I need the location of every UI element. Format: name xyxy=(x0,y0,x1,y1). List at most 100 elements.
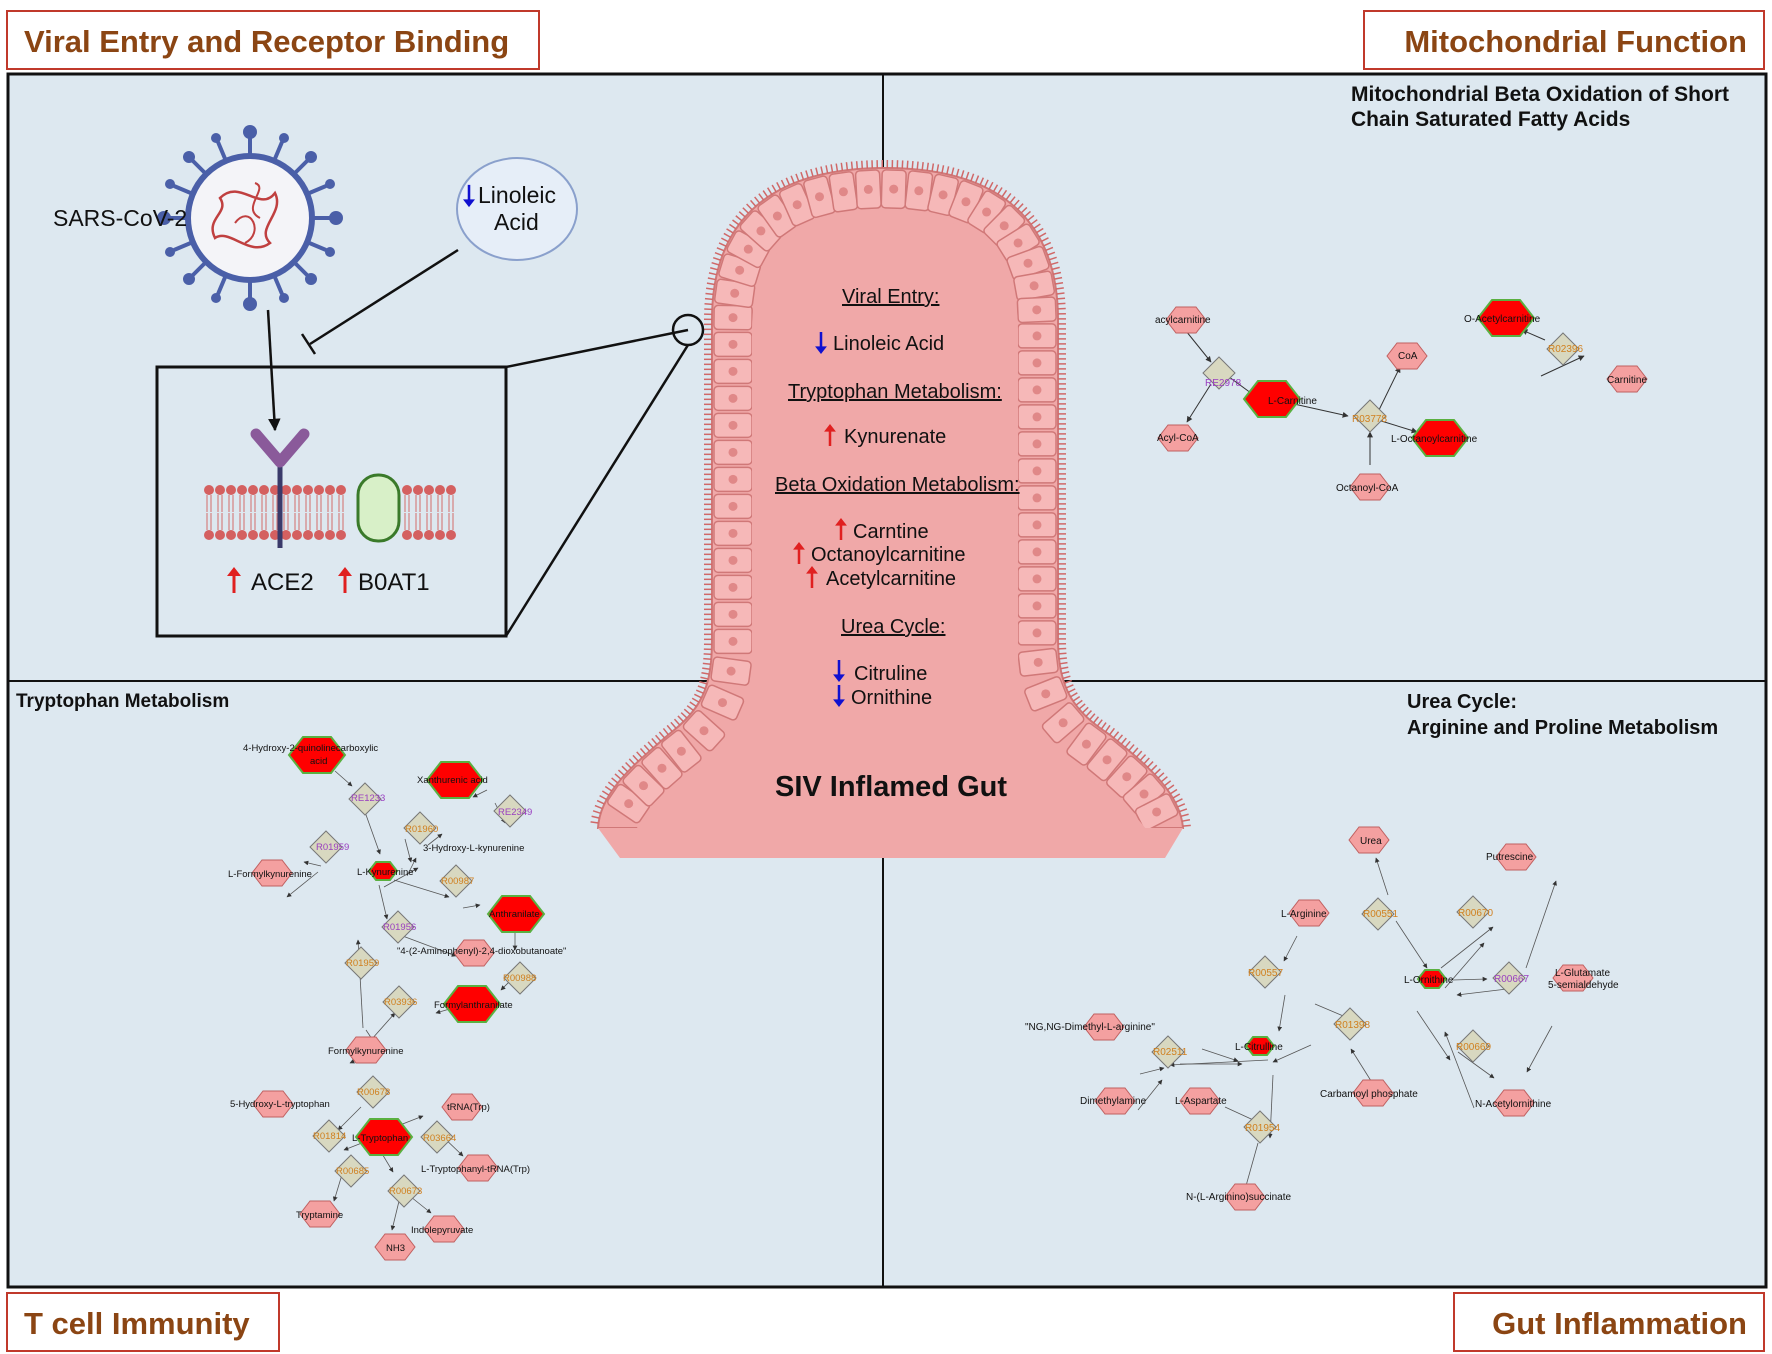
gut-viral-entry-heading: Viral Entry: xyxy=(842,286,939,308)
trp-node-formylkyn: Formylkynurenine xyxy=(328,1046,404,1057)
ace2-label: ACE2 xyxy=(251,569,314,596)
trp-node-lfk: L-Formylkynurenine xyxy=(228,869,312,880)
gut-octanoyl-up xyxy=(791,540,807,566)
trp-node-ltrna: L-Tryptophanyl-tRNA(Trp) xyxy=(421,1164,530,1175)
urea-node-larginine: L-Arginine xyxy=(1281,909,1327,920)
trp-network: 4-Hydroxy-2-quinolinecarboxylic acid RE1… xyxy=(228,736,566,1261)
trp-node-xanth: Xanthurenic acid xyxy=(417,775,488,786)
urea-network: Urea Putrescine L-Arginine R00551 R00670… xyxy=(1025,826,1619,1211)
urea-node-r00670: R00670 xyxy=(1458,908,1493,919)
lipid-bilayer xyxy=(204,485,456,540)
mito-node-lcarnitine: L-Carnitine xyxy=(1268,396,1317,407)
gut-octanoyl: Octanoylcarnitine xyxy=(811,544,966,566)
mito-node-carnitine: Carnitine xyxy=(1607,375,1647,386)
trp-node-hk: 3-Hydroxy-L-kynurenine xyxy=(423,843,524,854)
ace2-receptor-icon xyxy=(250,428,310,548)
linoleic-bubble-line1: Linoleic xyxy=(478,182,556,208)
ace2-up-arrow xyxy=(225,565,243,595)
linoleic-bubble-line2: Acid xyxy=(494,209,539,235)
mito-title-line2: Chain Saturated Fatty Acids xyxy=(1351,108,1630,131)
urea-node-dimethylamine: Dimethylamine xyxy=(1080,1096,1147,1107)
urea-node-urea: Urea xyxy=(1360,836,1382,847)
gut-carntine: Carntine xyxy=(853,521,929,543)
urea-node-r00557: R00557 xyxy=(1248,968,1283,979)
mito-node-r02396: R02396 xyxy=(1548,344,1583,355)
gut-linoleic-down xyxy=(813,330,829,356)
urea-node-lcitrulline: L-Citrulline xyxy=(1235,1042,1283,1053)
gut-citruline: Citruline xyxy=(854,663,927,685)
urea-node-putrescine: Putrescine xyxy=(1486,852,1534,863)
gut-acetyl-up xyxy=(804,564,820,590)
trp-node-htrp: 5-Hydroxy-L-tryptophan xyxy=(230,1099,330,1110)
trp-node-hqc-1: 4-Hydroxy-2-quinolinecarboxylic xyxy=(243,743,378,754)
gut-trp-heading: Tryptophan Metabolism: xyxy=(788,381,1002,403)
urea-node-r02511: R02511 xyxy=(1153,1047,1188,1058)
mito-node-re2978: RE2978 xyxy=(1205,378,1242,389)
urea-node-carbamoyl: Carbamoyl phosphate xyxy=(1320,1089,1418,1100)
urea-node-lglut-2: 5-semialdehyde xyxy=(1548,980,1619,991)
gut-villus xyxy=(590,160,1191,858)
trp-node-r00678: R00678 xyxy=(357,1087,390,1098)
trp-node-r03664: R03664 xyxy=(423,1133,456,1144)
mito-network: acylcarnitine RE2978 Acyl-CoA L-Carnitin… xyxy=(1155,299,1648,501)
trp-node-r01956: R01956 xyxy=(383,922,416,933)
inhibition-bar xyxy=(300,333,317,355)
mito-node-r03778: R03778 xyxy=(1352,414,1387,425)
trp-node-hqc-2: acid xyxy=(310,756,327,767)
mito-node-acylcarnitine: acylcarnitine xyxy=(1155,315,1211,326)
trp-node-r01959: R01959 xyxy=(316,842,349,853)
trp-title: Tryptophan Metabolism xyxy=(16,691,229,712)
trp-node-anthranilate: Anthranilate xyxy=(489,909,540,920)
gut-linoleic: Linoleic Acid xyxy=(833,333,944,355)
trp-node-re2349: RE2349 xyxy=(498,807,532,818)
urea-node-lornithine: L-Ornithine xyxy=(1404,975,1454,986)
corner-label-mitochondrial: Mitochondrial Function xyxy=(1363,10,1765,70)
b0at1-transporter-icon xyxy=(356,473,401,543)
mito-node-octanoylcoa: Octanoyl-CoA xyxy=(1336,483,1399,494)
urea-node-r00669: R00669 xyxy=(1456,1042,1491,1053)
trp-node-re1233: RE1233 xyxy=(351,793,385,804)
urea-node-lglut-1: L-Glutamate xyxy=(1555,968,1610,979)
b0at1-label: B0AT1 xyxy=(358,569,430,596)
zoom-line-top xyxy=(505,328,689,369)
trp-node-tryptamine: Tryptamine xyxy=(296,1210,343,1221)
gut-carntine-up xyxy=(833,516,849,542)
mito-node-coa: CoA xyxy=(1398,351,1418,362)
trp-node-adb: "4-(2-Aminophenyl)-2,4-dioxobutanoate" xyxy=(397,946,566,957)
urea-node-r00551: R00551 xyxy=(1363,909,1398,920)
urea-node-laspartate: L-Aspartate xyxy=(1175,1096,1227,1107)
gut-urea-heading: Urea Cycle: xyxy=(841,616,945,638)
trp-node-nh3: NH3 xyxy=(386,1243,405,1254)
linoleic-down-arrow xyxy=(461,183,477,209)
trp-node-r01959b: R01959 xyxy=(346,958,379,969)
corner-label-viral-entry: Viral Entry and Receptor Binding xyxy=(6,10,540,70)
virus-to-receptor-arrow xyxy=(266,309,281,432)
virus-label: SARS-CoV-2 xyxy=(53,205,187,231)
mito-node-acylcoa: Acyl-CoA xyxy=(1157,433,1199,444)
gut-ornithine: Ornithine xyxy=(851,687,932,709)
zoom-line-bottom xyxy=(504,344,690,637)
gut-kynurenate-up xyxy=(822,422,838,448)
urea-node-r01398: R01398 xyxy=(1335,1020,1370,1031)
gut-ornithine-down xyxy=(831,683,847,709)
gut-summary: Viral Entry: Linoleic Acid Tryptophan Me… xyxy=(775,286,1020,709)
urea-node-ngng: "NG,NG-Dimethyl-L-arginine" xyxy=(1025,1022,1155,1033)
linoleic-bubble xyxy=(456,157,578,261)
trp-node-indolepyruvate: Indolepyruvate xyxy=(411,1225,473,1236)
gut-citruline-down xyxy=(831,658,847,684)
trp-node-r00673: R00673 xyxy=(389,1186,422,1197)
linoleic-inhibition-line xyxy=(309,248,459,346)
trp-node-r01960: R01960 xyxy=(405,824,438,835)
urea-node-succinate: N-(L-Arginino)succinate xyxy=(1186,1192,1291,1203)
gut-acetyl: Acetylcarnitine xyxy=(826,568,956,590)
trp-node-r00987: R00987 xyxy=(441,876,474,887)
gut-title: SIV Inflamed Gut xyxy=(775,771,1007,803)
corner-label-gut-inflammation: Gut Inflammation xyxy=(1453,1292,1765,1352)
panel-backgrounds xyxy=(6,72,1768,1289)
urea-title-line1: Urea Cycle: xyxy=(1407,691,1517,713)
mito-title-line1: Mitochondrial Beta Oxidation of Short xyxy=(1351,83,1729,106)
urea-title-line2: Arginine and Proline Metabolism xyxy=(1407,717,1718,739)
trp-node-lkyn: L-Kynurenine xyxy=(357,867,414,878)
zoom-circle xyxy=(671,313,705,347)
